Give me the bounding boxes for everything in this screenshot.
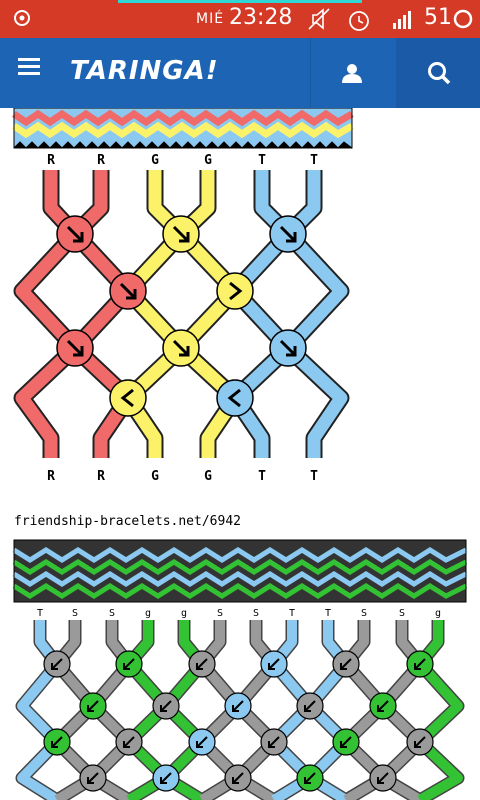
pattern2-top-label: T: [289, 608, 295, 619]
pattern2-top-label: g: [145, 608, 151, 619]
status-icons: [308, 8, 411, 31]
pattern2-top-label: g: [181, 608, 187, 619]
pattern1-top-label: R: [97, 153, 105, 168]
pattern2-top-label: S: [361, 608, 367, 619]
pattern1-top-label: T: [258, 153, 266, 168]
pattern1-arrows: [66, 225, 297, 408]
status-time: 23:28: [229, 5, 293, 30]
menu-icon[interactable]: [18, 58, 40, 76]
alarm-icon: [349, 11, 369, 31]
pattern2-preview: [12, 539, 468, 603]
knot: [216, 272, 254, 310]
app-bar: TARINGA!: [0, 38, 480, 108]
pattern2-top-label: T: [37, 608, 43, 619]
user-icon: [342, 64, 362, 83]
battery-icon: [453, 9, 473, 29]
pattern1-top-label: G: [204, 153, 212, 168]
bracelet-pattern-1: R R G G T T: [12, 108, 354, 484]
pattern1-top-label: R: [47, 153, 55, 168]
pattern1-bottom-label: R: [47, 469, 55, 484]
pattern2-top-label: S: [72, 608, 78, 619]
pattern2-top-label: S: [109, 608, 115, 619]
pattern1-top-label: T: [310, 153, 318, 168]
bracelet-pattern-2: T S S g g S S T T S S g: [12, 539, 468, 800]
pattern2-top-label: S: [399, 608, 405, 619]
pattern1-strands: [13, 170, 350, 458]
status-bar: MIÉ 23:28 51: [0, 0, 480, 38]
pattern1-preview: [12, 108, 354, 149]
pattern2-top-label: g: [435, 608, 441, 619]
pattern2-arrows: [51, 658, 426, 784]
pattern1-bottom-label: T: [258, 469, 266, 484]
search-button[interactable]: [396, 38, 480, 108]
pattern1-bottom-label: T: [310, 469, 318, 484]
pattern2-top-label: S: [217, 608, 223, 619]
pattern2-top-label: T: [325, 608, 331, 619]
article-content: R R G G T T: [0, 108, 480, 800]
knot: [109, 379, 147, 417]
pattern1-bottom-label: G: [151, 469, 159, 484]
signal-icon: [393, 11, 411, 29]
search-icon: [428, 62, 451, 85]
status-day: MIÉ: [196, 11, 225, 27]
pattern-source-link[interactable]: friendship-bracelets.net/6942: [14, 514, 241, 529]
pattern1-top-label: G: [151, 153, 159, 168]
pattern2-top-label: S: [253, 608, 259, 619]
status-left-icon: [14, 10, 30, 26]
brand-logo[interactable]: TARINGA!: [70, 56, 219, 86]
status-indicator-line: [118, 0, 362, 3]
pattern1-bottom-label: G: [204, 469, 212, 484]
mute-icon: [308, 8, 330, 30]
battery-level: 51: [424, 5, 452, 30]
user-button[interactable]: [310, 38, 395, 108]
pattern1-bottom-label: R: [97, 469, 105, 484]
knot: [216, 379, 254, 417]
